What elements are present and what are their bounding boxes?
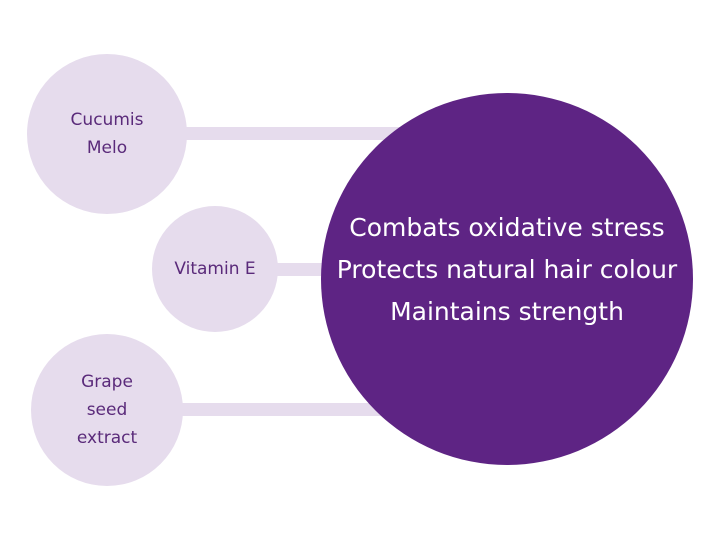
ingredient-grape-seed-extract: Grape seed extract xyxy=(31,334,183,486)
ingredient-text: Grape xyxy=(81,372,133,392)
connector-grape-seed xyxy=(178,403,418,416)
benefit-text: Protects natural hair colour xyxy=(336,255,678,284)
ingredient-text: Cucumis xyxy=(70,110,144,130)
benefit-text: Combats oxidative stress xyxy=(349,213,665,242)
benefits-circle: Combats oxidative stress Protects natura… xyxy=(321,93,693,465)
ingredient-text: seed xyxy=(86,400,128,420)
ingredient-text: extract xyxy=(76,428,138,448)
ingredient-text: Melo xyxy=(86,138,128,158)
connector-cucumis xyxy=(180,127,420,140)
benefit-text: Maintains strength xyxy=(390,297,624,326)
ingredient-text: Vitamin E xyxy=(174,259,256,279)
ingredient-vitamin-e: Vitamin E xyxy=(152,206,278,332)
